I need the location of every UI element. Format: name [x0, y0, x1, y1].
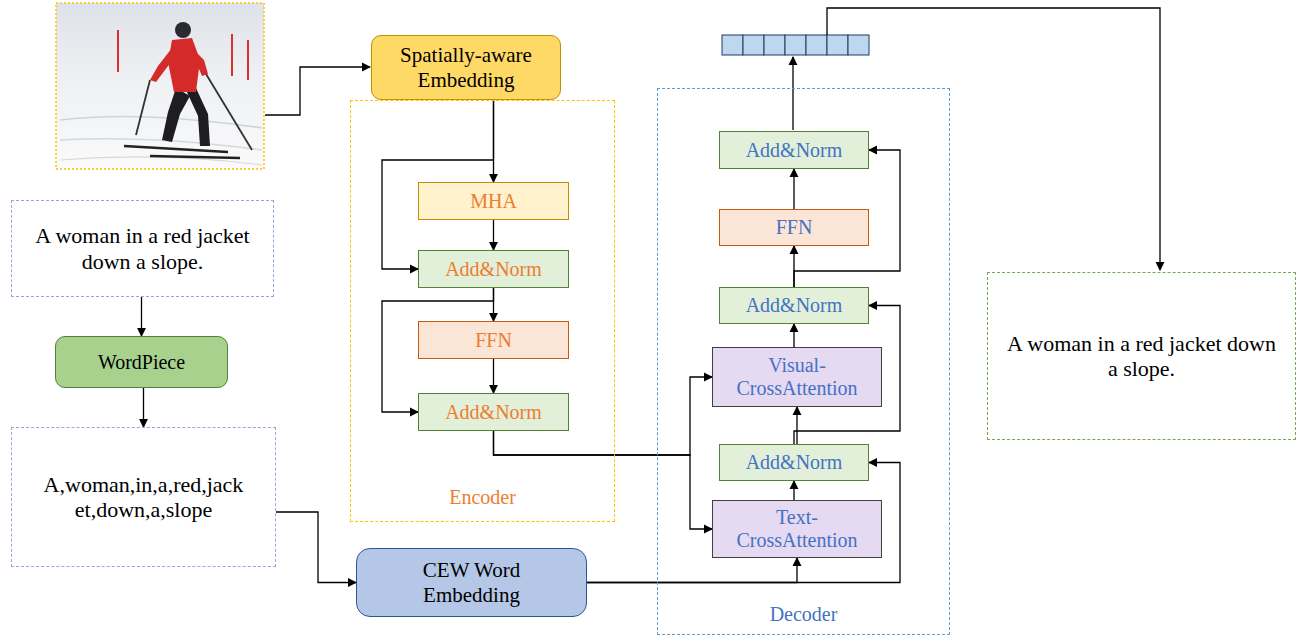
cross-attention-block: Text- CrossAttention	[712, 500, 882, 558]
cross-attention-block: Visual- CrossAttention	[712, 347, 882, 407]
vector-cell	[722, 35, 743, 55]
skier-jacket	[168, 38, 200, 92]
add-norm-block: Add&Norm	[418, 250, 569, 288]
output-vector	[722, 35, 869, 55]
skier-arm	[188, 46, 208, 76]
word-embedding-box: CEW Word Embedding	[356, 548, 587, 617]
ski-track	[60, 157, 262, 165]
connector	[494, 431, 713, 529]
gate-pole	[247, 40, 249, 80]
connector	[143, 388, 144, 427]
box-label: Text- CrossAttention	[721, 506, 873, 552]
box-label: Add&Norm	[746, 451, 843, 474]
connector	[587, 558, 797, 583]
box-label: A,woman,in,a,red,jack et,down,a,slope	[24, 472, 263, 523]
box-label: A woman in a red jacket down a slope.	[1002, 331, 1281, 382]
group-label: Encoder	[449, 486, 516, 509]
box-label: FFN	[776, 216, 813, 239]
output-caption-box: A woman in a red jacket down a slope.	[987, 272, 1296, 440]
vector-cell	[848, 35, 869, 55]
add-norm-block: Add&Norm	[719, 131, 869, 169]
add-norm-block: Add&Norm	[418, 393, 569, 431]
gate-pole	[231, 34, 233, 76]
box-label: Add&Norm	[445, 401, 542, 424]
tokenizer-box: WordPiece	[55, 336, 228, 388]
box-label: MHA	[470, 190, 517, 213]
ski	[150, 156, 240, 158]
box-label: Visual- CrossAttention	[721, 354, 873, 400]
skier-arm	[150, 48, 176, 82]
connector	[141, 297, 142, 336]
group-label: Decoder	[770, 603, 838, 626]
skier-photo	[56, 3, 264, 169]
box-label: FFN	[475, 329, 512, 352]
decoder-group: DecoderAdd&NormFFNAdd&NormVisual- CrossA…	[657, 88, 950, 635]
skier-helmet	[175, 22, 191, 38]
ffn-block: FFN	[418, 321, 569, 359]
ski-pole	[206, 74, 252, 150]
vector-output-arrow	[827, 8, 1160, 270]
connector	[793, 169, 794, 209]
photo-frame	[56, 3, 264, 169]
vector-cell	[785, 35, 806, 55]
skier-leg	[186, 88, 210, 146]
token-list-box: A,woman,in,a,red,jack et,down,a,slope	[11, 427, 276, 567]
embedding-box: Spatially-aware Embedding	[371, 35, 561, 100]
add-norm-block: Add&Norm	[719, 444, 869, 481]
connector	[796, 407, 797, 444]
gate-pole	[117, 30, 119, 72]
box-label: WordPiece	[98, 351, 185, 374]
box-label: Add&Norm	[746, 294, 843, 317]
vector-cell	[743, 35, 764, 55]
connector	[493, 359, 494, 393]
ski-pole	[136, 80, 150, 135]
vector-cell	[806, 35, 827, 55]
connector	[793, 481, 794, 500]
decoder-output-arrow	[792, 57, 793, 130]
encoder-group: EncoderMHAAdd&NormFFNAdd&Norm	[350, 100, 615, 522]
connector	[793, 324, 794, 347]
image-input-arrow	[265, 67, 370, 115]
add-norm-block: Add&Norm	[719, 287, 869, 324]
ski	[124, 146, 228, 152]
vector-cell	[764, 35, 785, 55]
box-label: Spatially-aware Embedding	[386, 43, 546, 91]
connector	[276, 512, 356, 583]
ffn-block: FFN	[719, 209, 869, 246]
vector-cell	[827, 35, 848, 55]
box-label: Add&Norm	[445, 258, 542, 281]
attention-block: MHA	[418, 182, 569, 220]
input-caption-box: A woman in a red jacket down a slope.	[11, 200, 274, 297]
box-label: CEW Word Embedding	[397, 558, 546, 606]
box-label: A woman in a red jacket down a slope.	[24, 223, 261, 274]
skier-leg	[162, 88, 190, 142]
box-label: Add&Norm	[746, 139, 843, 162]
connector	[493, 220, 494, 250]
